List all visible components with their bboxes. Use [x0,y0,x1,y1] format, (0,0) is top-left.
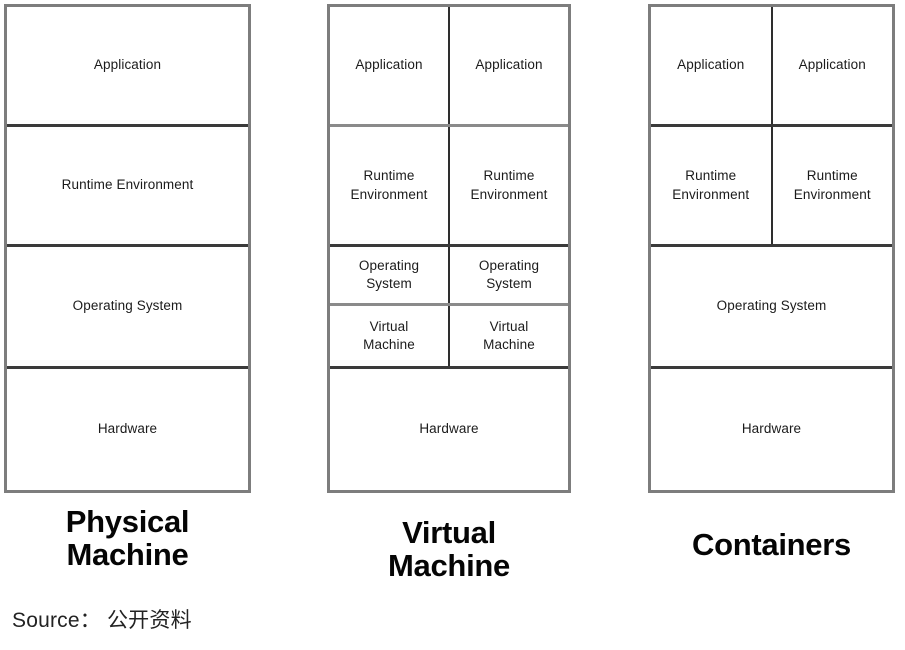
virtual-os-label-2: Operating System [478,257,540,291]
physical-runtime-row: Runtime Environment [7,124,248,244]
containers-runtime-label-2: Runtime Environment [793,168,871,202]
containers-runtime-cell-2: Runtime Environment [770,127,893,244]
virtual-application-row: Application Application [330,7,568,124]
virtual-runtime-label-1: Runtime Environment [350,168,428,202]
containers-application-cell-2: Application [770,7,893,124]
containers-application-label-2: Application [798,57,866,73]
virtual-machine-caption-line-2: Machine [388,548,510,584]
physical-application-row: Application [7,7,248,124]
physical-runtime-cell: Runtime Environment [7,127,248,244]
virtual-os-cell-1: Operating System [330,247,448,303]
virtual-hardware-label: Hardware [419,421,479,437]
virtual-application-cell-1: Application [330,7,448,124]
physical-os-row: Operating System [7,244,248,366]
containers-hardware-row: Hardware [651,366,892,490]
virtual-hardware-cell: Hardware [330,369,568,490]
physical-application-label: Application [93,57,162,73]
virtual-vm-cell-2: Virtual Machine [448,306,568,366]
virtual-runtime-cell-1: Runtime Environment [330,127,448,244]
physical-hardware-cell: Hardware [7,369,248,490]
virtual-application-label-2: Application [475,57,543,73]
containers-application-label-1: Application [677,57,745,73]
physical-machine-caption-line-1: Physical [65,504,190,539]
containers-runtime-row: Runtime Environment Runtime Environment [651,124,892,244]
physical-machine-stack: Application Runtime Environment Operatin… [4,4,251,493]
virtual-os-row: Operating System Operating System [330,244,568,303]
containers-os-row: Operating System [651,244,892,366]
virtual-machine-caption-line-1: Virtual [402,515,496,550]
virtual-machine-stack: Application Application Runtime Environm… [327,4,571,493]
virtual-machine-caption: Virtual Machine [327,516,571,583]
physical-hardware-label: Hardware [97,421,158,437]
containers-runtime-cell-1: Runtime Environment [651,127,771,244]
virtual-os-cell-2: Operating System [448,247,568,303]
containers-caption-line-1: Containers [692,527,851,562]
physical-machine-caption: Physical Machine [4,505,251,572]
physical-hardware-row: Hardware [7,366,248,490]
containers-os-label: Operating System [716,298,827,314]
containers-hardware-label: Hardware [741,421,802,437]
physical-runtime-label: Runtime Environment [61,177,194,193]
physical-machine-caption-line-2: Machine [66,537,189,573]
physical-os-cell: Operating System [7,247,248,366]
containers-os-cell: Operating System [651,247,892,366]
containers-application-row: Application Application [651,7,892,124]
physical-application-cell: Application [7,7,248,124]
virtual-vm-row: Virtual Machine Virtual Machine [330,303,568,366]
virtual-vm-label-2: Virtual Machine [483,318,535,352]
virtual-runtime-label-2: Runtime Environment [470,168,548,202]
containers-stack: Application Application Runtime Environm… [648,4,895,493]
virtual-runtime-cell-2: Runtime Environment [448,127,568,244]
source-note: Source： 公开资料 [12,609,192,632]
containers-caption: Containers [648,527,895,562]
physical-os-label: Operating System [72,298,183,314]
virtual-os-label-1: Operating System [358,257,420,291]
containers-hardware-cell: Hardware [651,369,892,490]
virtual-hardware-row: Hardware [330,366,568,490]
virtual-application-label-1: Application [355,57,423,73]
containers-application-cell-1: Application [651,7,771,124]
virtual-vm-cell-1: Virtual Machine [330,306,448,366]
virtual-application-cell-2: Application [448,7,568,124]
virtual-vm-label-1: Virtual Machine [363,318,415,352]
virtual-runtime-row: Runtime Environment Runtime Environment [330,124,568,244]
containers-runtime-label-1: Runtime Environment [672,168,750,202]
